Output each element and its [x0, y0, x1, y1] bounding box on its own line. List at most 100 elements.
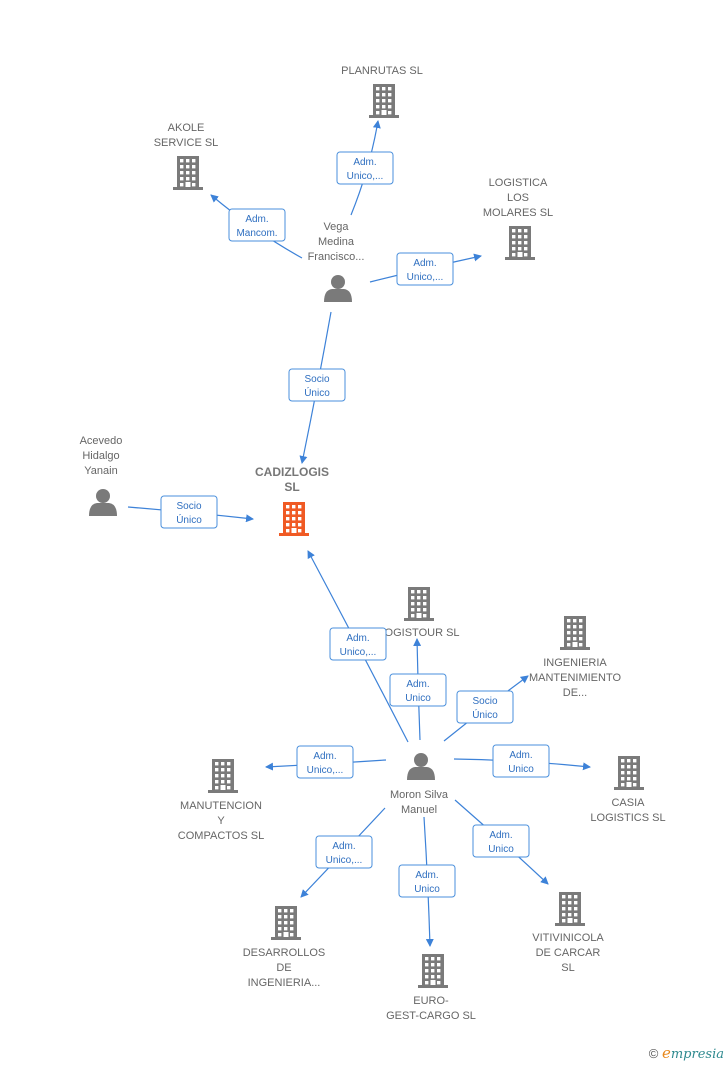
node-label: LOS — [507, 192, 529, 204]
edge-label-text: Único — [472, 708, 498, 721]
edge-label-text: Adm. — [346, 633, 369, 644]
node-label: SL — [561, 962, 574, 974]
node-label: INGENIERIA — [543, 657, 607, 669]
edge-label-box — [329, 627, 387, 661]
edge-label-text: Adm. — [509, 750, 532, 761]
node-label: INGENIERIA... — [248, 977, 321, 989]
node-label: EURO- — [413, 995, 449, 1007]
node-label: DE — [276, 962, 291, 974]
edge-label-text: Unico — [508, 764, 534, 775]
edge-label-text: Adm. — [313, 751, 336, 762]
edge-label-moron-to-cadizlogis[interactable]: Adm. Unico,... — [329, 627, 387, 661]
node-label: CADIZLOGIS — [255, 465, 329, 479]
edge-label-box — [160, 495, 218, 529]
edge-label-text: Adm. — [489, 830, 512, 841]
edge-label-box — [288, 368, 346, 402]
node-label: LOGISTOUR SL — [378, 627, 459, 639]
edge-label-text: Único — [176, 513, 202, 526]
edge-label-box — [389, 673, 447, 707]
edge-label-text: Adm. — [353, 157, 376, 168]
edge-label-moron-to-desarrollos[interactable]: Adm.Unico,... — [315, 835, 373, 869]
node-label: VITIVINICOLA — [532, 932, 604, 944]
edge-label-box — [396, 252, 454, 286]
node-vitivinicola[interactable]: VITIVINICOLA DE CARCAR SL — [532, 892, 604, 974]
node-label: MANTENIMIENTO — [529, 672, 622, 684]
edge-label-moron-to-vitivinicola[interactable]: Adm. Unico — [472, 824, 530, 858]
edge-label-box — [315, 835, 373, 869]
node-label: GEST-CARGO SL — [386, 1010, 476, 1022]
edge-label-moron-to-manutencion[interactable]: Adm. Unico,... — [296, 745, 354, 779]
person-icon — [407, 753, 435, 780]
node-label: Y — [217, 815, 225, 827]
node-logistour[interactable]: LOGISTOUR SL — [378, 587, 460, 639]
node-label: LOGISTICA — [489, 177, 548, 189]
node-label: SL — [284, 480, 299, 494]
node-euro[interactable]: EURO- GEST-CARGO SL — [386, 954, 476, 1022]
node-label: Medina — [318, 236, 355, 248]
edge-label-text: Unico,... — [347, 171, 384, 182]
edge-label-text: Unico,... — [340, 647, 377, 658]
node-label: Francisco... — [308, 251, 365, 263]
edge-label-text: Socio — [472, 696, 497, 707]
edge-label-text: Unico — [405, 693, 431, 704]
edge-label-text: Socio — [176, 501, 201, 512]
edge-label-text: Unico — [414, 884, 440, 895]
building-icon — [418, 954, 448, 988]
edge-label-text: Unico — [488, 844, 514, 855]
node-logistica[interactable]: LOGISTICA LOS MOLARES SL — [483, 177, 553, 260]
building-icon — [614, 756, 644, 790]
node-label: Yanain — [84, 465, 117, 477]
edge-label-box — [492, 744, 550, 778]
edge-label-box — [336, 151, 394, 185]
edge-label-text: Unico,... — [407, 272, 444, 283]
node-label: SERVICE SL — [154, 137, 219, 149]
person-icon — [89, 489, 117, 516]
node-label: Vega — [323, 221, 349, 233]
edge-label-box — [228, 208, 286, 242]
building-icon — [369, 84, 399, 118]
building-icon — [279, 502, 309, 536]
node-label: DE CARCAR — [536, 947, 601, 959]
node-label: Moron Silva — [390, 789, 449, 801]
edge-label-vega-to-logistica[interactable]: Adm.Unico,... — [396, 252, 454, 286]
edge-label-box — [456, 690, 514, 724]
node-label: Acevedo — [80, 435, 123, 447]
building-icon — [173, 156, 203, 190]
edge-label-moron-to-casia[interactable]: Adm. Unico — [492, 744, 550, 778]
node-label: DESARROLLOS — [243, 947, 326, 959]
node-label: MOLARES SL — [483, 207, 553, 219]
building-icon — [208, 759, 238, 793]
building-icon — [560, 616, 590, 650]
edge-label-box — [398, 864, 456, 898]
building-icon — [505, 226, 535, 260]
node-desarrollos[interactable]: DESARROLLOS DE INGENIERIA... — [243, 906, 326, 989]
edge-label-text: Adm. — [415, 870, 438, 881]
node-label: DE... — [563, 687, 587, 699]
edge-label-text: Adm. — [406, 679, 429, 690]
node-label: MANUTENCION — [180, 800, 262, 812]
edge-label-moron-to-euro[interactable]: Adm. Unico — [398, 864, 456, 898]
edge-label-text: Unico,... — [307, 765, 344, 776]
node-label: PLANRUTAS SL — [341, 65, 423, 77]
node-ingenieria[interactable]: INGENIERIA MANTENIMIENTO DE... — [529, 616, 622, 699]
edge-label-text: Unico,... — [326, 855, 363, 866]
building-icon — [271, 906, 301, 940]
building-icon — [555, 892, 585, 926]
edge-label-vega-to-akole[interactable]: Adm.Mancom. — [228, 208, 286, 242]
edge-label-text: Socio — [304, 374, 329, 385]
node-label: Hidalgo — [82, 450, 119, 462]
edge-label-moron-to-logistour[interactable]: Adm. Unico — [389, 673, 447, 707]
node-planrutas[interactable]: PLANRUTAS SL — [341, 65, 423, 118]
edge-label-vega-to-planrutas[interactable]: Adm. Unico,... — [336, 151, 394, 185]
node-vega[interactable]: VegaMedinaFrancisco... — [308, 221, 365, 302]
